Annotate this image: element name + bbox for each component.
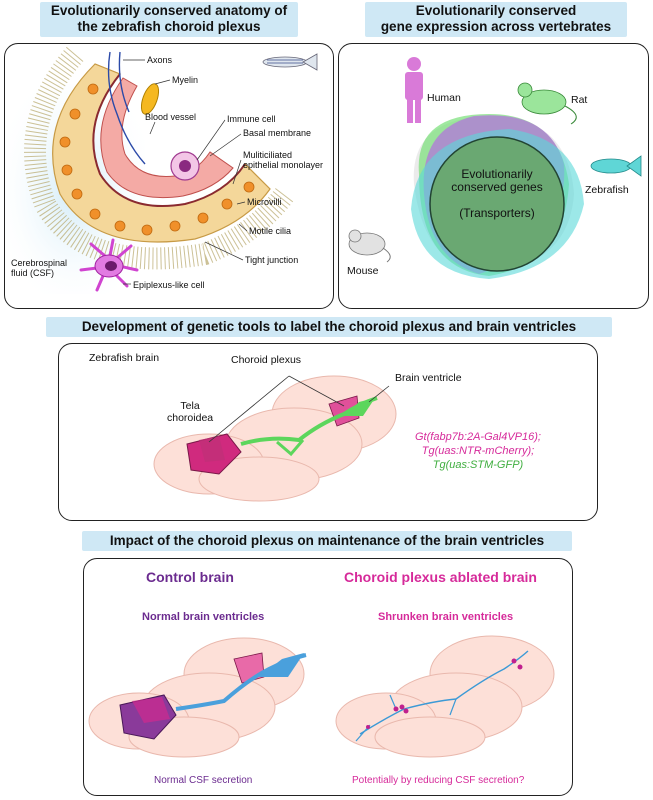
mouse-icon	[348, 229, 391, 263]
label-immune-cell: Immune cell	[227, 114, 276, 124]
transgene-1: Gt(fabp7b:2A-Gal4VP16);	[415, 431, 541, 443]
shrunken-ventricles-label: Shrunken brain ventricles	[378, 611, 514, 623]
ablated-brain	[335, 635, 555, 758]
epiplexus-cell	[79, 238, 139, 292]
label-epiplexus: Epiplexus-like cell	[133, 280, 205, 290]
nuclei	[59, 83, 255, 236]
normal-ventricles-label: Normal brain ventricles	[142, 611, 265, 623]
label-blood-vessel: Blood vessel	[145, 112, 197, 122]
label-basal-membrane: Basal membrane	[243, 128, 312, 138]
header-expression: Evolutionarily conserved gene expression…	[365, 2, 627, 37]
species-zebrafish: Zebrafish	[585, 184, 629, 196]
species-mouse: Mouse	[347, 265, 379, 277]
normal-csf-label: Normal CSF secretion	[154, 775, 253, 786]
transgene-list: Gt(fabp7b:2A-Gal4VP16); Tg(uas:NTR-mCher…	[415, 430, 541, 472]
zebrafish-brain-illustration	[153, 375, 397, 502]
label-motile-cilia: Motile cilia	[249, 226, 292, 236]
rat-icon	[517, 82, 577, 125]
reduced-csf-label: Potentially by reducing CSF secretion?	[352, 775, 525, 786]
ablated-title: Choroid plexus ablated brain	[344, 569, 537, 585]
expression-panel: Human Rat Zebrafish Mouse Evolutionarily…	[338, 43, 649, 309]
label-csf: Cerebrospinal fluid (CSF)	[11, 258, 68, 278]
zebrafish-icon-2	[590, 155, 642, 177]
header-tools: Development of genetic tools to label th…	[46, 317, 612, 337]
transgene-2: Tg(uas:NTR-mCherry);	[421, 445, 535, 457]
venn-center-label: Evolutionarily conserved genes (Transpor…	[451, 167, 543, 220]
label-brain-ventricle: Brain ventricle	[395, 372, 462, 384]
control-brain	[88, 637, 307, 758]
impact-panel: Control brain Choroid plexus ablated bra…	[83, 558, 573, 796]
transgene-3: Tg(uas:STM-GFP)	[432, 459, 524, 471]
impact-illustration	[88, 635, 555, 758]
species-human: Human	[427, 92, 461, 104]
human-icon	[405, 57, 423, 123]
header-impact: Impact of the choroid plexus on maintena…	[82, 531, 572, 551]
species-rat: Rat	[571, 94, 588, 106]
tools-panel: Zebrafish brain Choroid plexus Tela chor…	[58, 343, 598, 521]
label-myelin: Myelin	[172, 75, 199, 85]
label-choroid-plexus: Choroid plexus	[231, 354, 302, 366]
label-multiciliated: Muliticiliated epithelial monolayer	[243, 150, 324, 170]
label-zebrafish-brain: Zebrafish brain	[89, 352, 160, 364]
choroid-plexus-illustration	[5, 46, 318, 294]
zebrafish-icon	[262, 53, 318, 71]
control-title: Control brain	[146, 569, 234, 585]
header-anatomy: Evolutionarily conserved anatomy of the …	[40, 2, 298, 37]
label-tela-choroidea: Tela choroidea	[167, 400, 214, 424]
label-axons: Axons	[147, 55, 173, 65]
anatomy-panel: Axons Myelin Blood vessel Immune cell Ba…	[4, 43, 334, 309]
venn-diagram	[348, 57, 642, 279]
label-tight-junction: Tight junction	[245, 255, 299, 265]
label-microvilli: Microvilli	[247, 197, 282, 207]
